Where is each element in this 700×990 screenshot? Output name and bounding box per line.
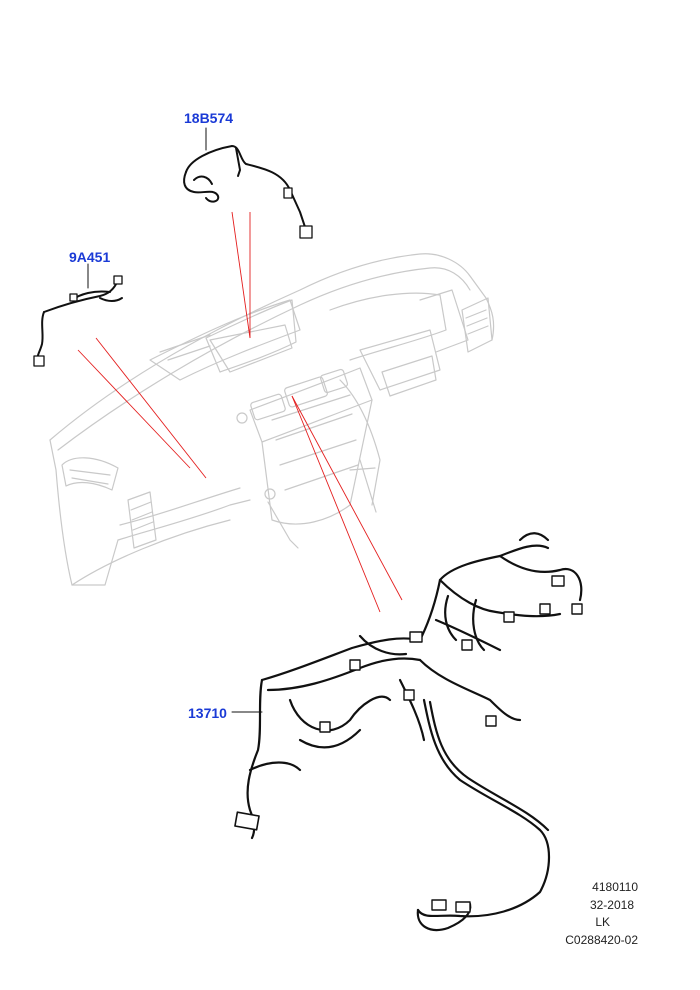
leader-lines [77, 211, 403, 613]
leader-9A451-a [95, 337, 207, 479]
leader-13710-b [291, 395, 403, 601]
leader-13710-a [291, 395, 381, 613]
harness-18B574 [183, 127, 313, 239]
leader-18B574-a [231, 211, 251, 339]
reference-code-3: LK [595, 915, 610, 929]
callout-13710[interactable]: 13710 [188, 705, 227, 721]
callout-9A451[interactable]: 9A451 [69, 249, 111, 265]
callout-18B574[interactable]: 18B574 [184, 110, 234, 126]
reference-code-4: C0288420-02 [565, 933, 638, 947]
leader-9A451-b [77, 349, 191, 469]
dashboard-outline [49, 253, 495, 586]
harness-9A451 [33, 263, 123, 367]
harness-13710 [231, 532, 583, 932]
reference-code-2: 32-2018 [589, 898, 634, 912]
reference-code-1: 4180110 [592, 880, 638, 894]
